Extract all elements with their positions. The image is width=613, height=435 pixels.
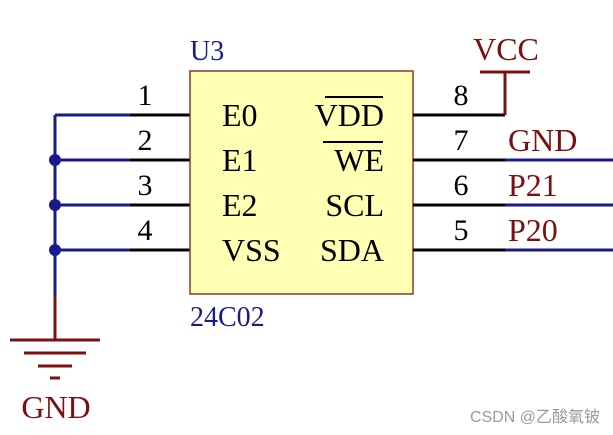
pin-number-2: 2: [138, 124, 153, 157]
pin-name-e1: E1: [222, 142, 258, 178]
pin-name-vss: VSS: [222, 232, 281, 268]
pin-number-6: 6: [454, 169, 469, 202]
chip-ref: U3: [190, 36, 224, 67]
pin-name-e2: E2: [222, 187, 258, 223]
pin-number-4: 4: [138, 214, 153, 247]
gnd-bottom-label: GND: [21, 389, 90, 425]
junction-dot: [49, 199, 61, 211]
pin-number-7: 7: [454, 124, 469, 157]
pin-name-vdd: VDD: [315, 97, 384, 133]
net-label-p20: P20: [508, 212, 558, 248]
pin-name-e0: E0: [222, 97, 258, 133]
pin-number-3: 3: [138, 169, 153, 202]
pin-number-8: 8: [454, 79, 469, 112]
junction-dot: [49, 244, 61, 256]
chip-body: [189, 70, 414, 295]
right-pin-stubs: [413, 113, 505, 252]
pin-name-sda: SDA: [320, 232, 384, 268]
ground-symbol: [10, 295, 100, 380]
vcc-symbol: [480, 70, 530, 115]
net-label-p21: P21: [508, 167, 558, 203]
chip-part: 24C02: [190, 302, 265, 333]
junction-dot: [49, 154, 61, 166]
left-pin-stubs: [130, 113, 190, 252]
right-nets: [505, 158, 613, 252]
watermark: CSDN @乙酸氧铍: [470, 408, 600, 426]
pin-number-1: 1: [138, 79, 153, 112]
vcc-label: VCC: [473, 31, 539, 67]
net-label-gnd: GND: [508, 122, 577, 158]
pin-name-scl: SCL: [325, 187, 384, 223]
pin-name-we: WE: [334, 142, 384, 178]
pin-number-5: 5: [454, 214, 469, 247]
